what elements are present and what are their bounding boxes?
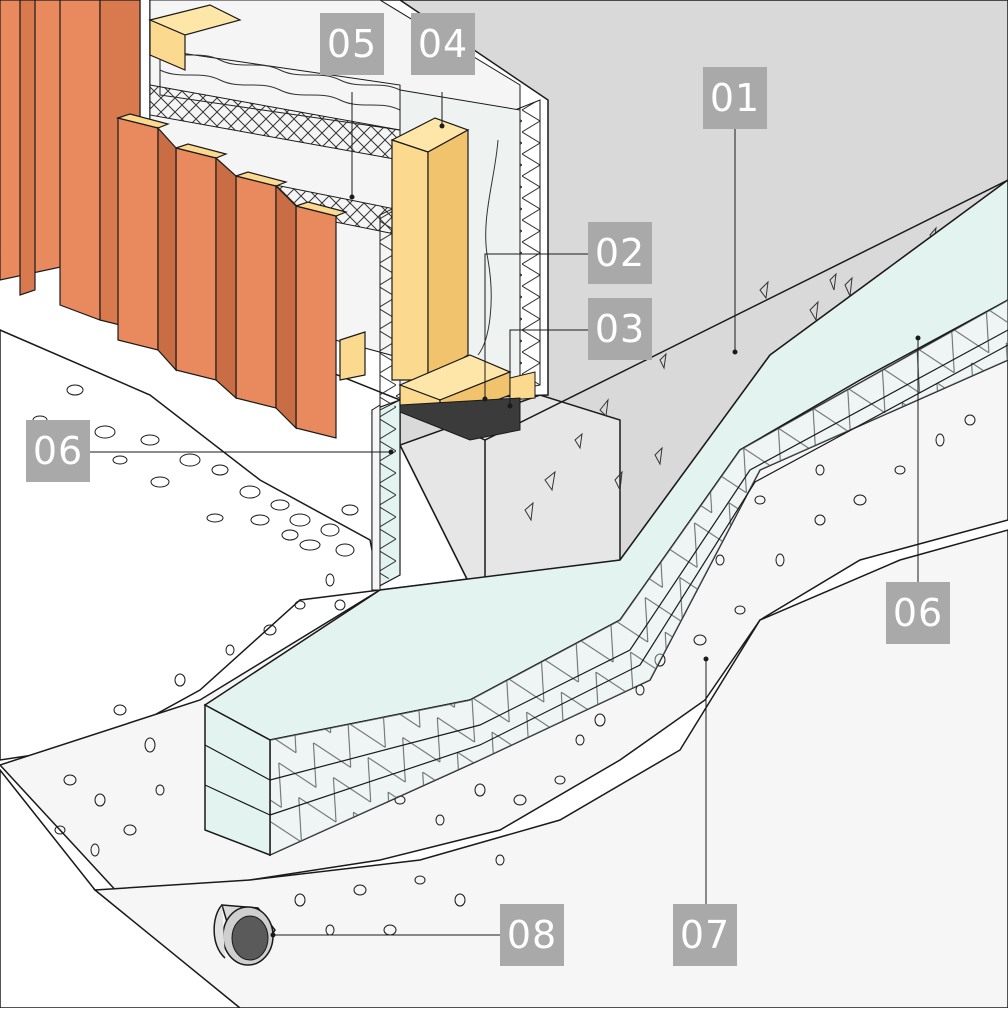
callout-04: 04 (411, 13, 475, 75)
callout-07: 07 (673, 904, 737, 966)
facade-cladding (0, 0, 348, 439)
callout-02: 02 (588, 222, 652, 284)
callout-06-left: 06 (26, 420, 90, 482)
leader-lines (88, 92, 921, 938)
callout-05: 05 (320, 13, 384, 75)
ground-insulation-boards (203, 179, 1008, 857)
perimeter-insulation (371, 399, 401, 592)
timber-frame (148, 4, 536, 441)
callout-03: 03 (588, 298, 652, 360)
callout-08: 08 (500, 904, 564, 966)
callout-01: 01 (703, 67, 767, 129)
callout-06-right: 06 (886, 582, 950, 644)
